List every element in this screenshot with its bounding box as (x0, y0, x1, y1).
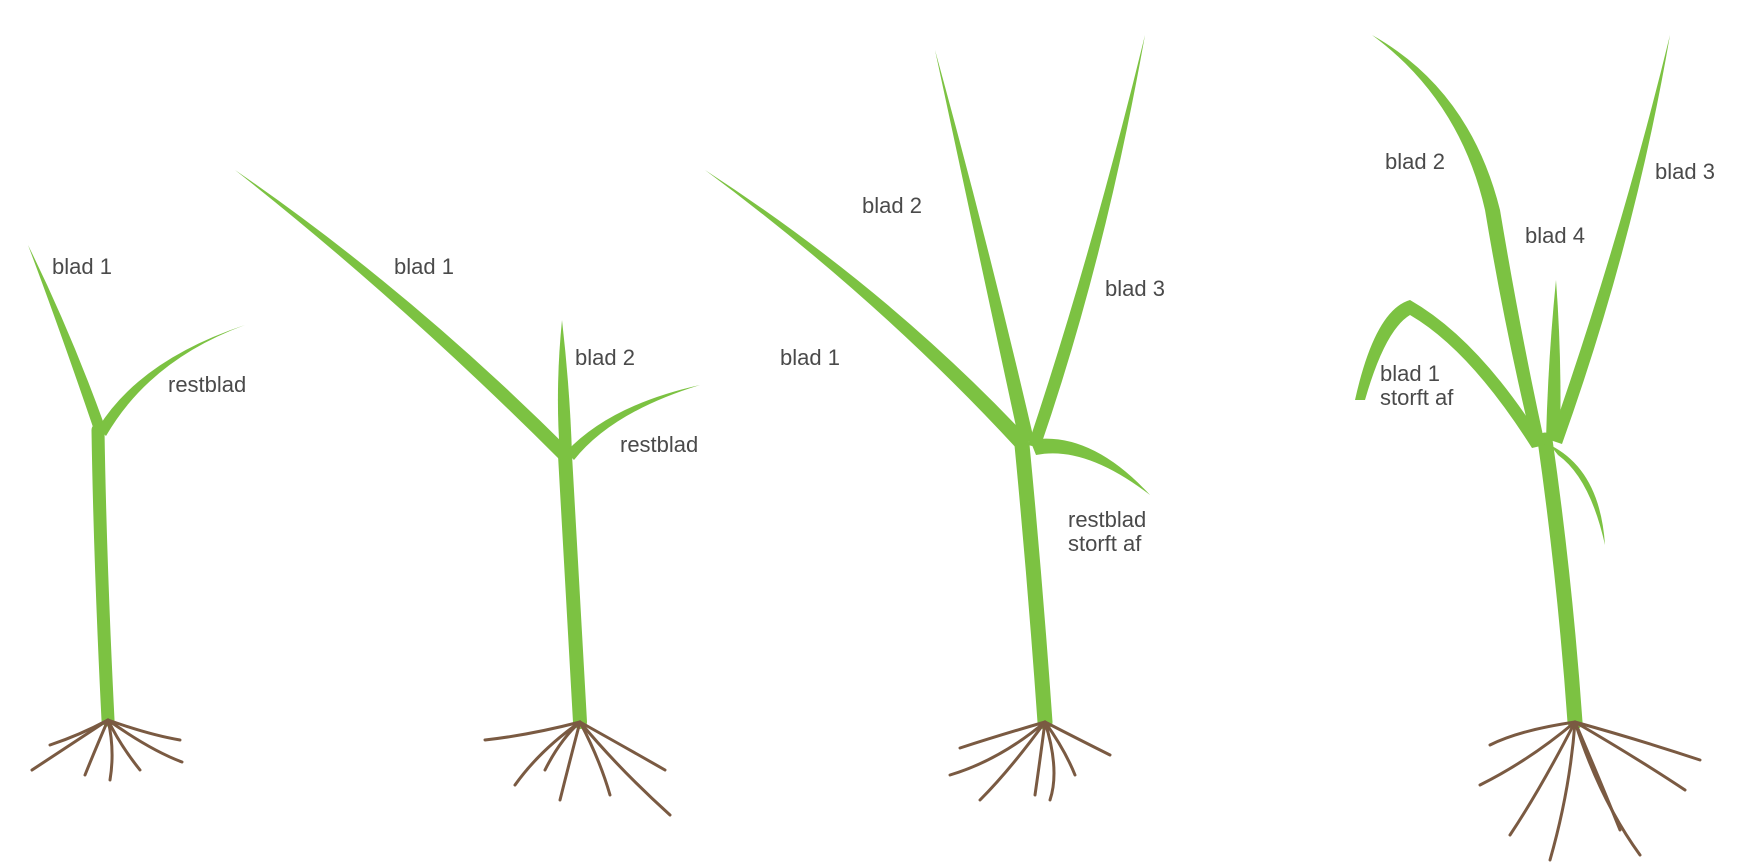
stem (565, 455, 580, 722)
stem (1022, 445, 1045, 722)
leaf-blad3 (1028, 35, 1145, 448)
leaf-blad4 (1546, 280, 1561, 440)
plant-stage-3 (705, 35, 1150, 800)
leaf-restblad (1030, 439, 1150, 495)
label-stage3-blad1: blad 1 (780, 346, 840, 370)
label-stage3-blad2: blad 2 (862, 194, 922, 218)
label-stage3-restblad: restblad storft af (1068, 508, 1146, 556)
roots (485, 722, 670, 815)
stem (98, 430, 108, 720)
label-stage2-blad2: blad 2 (575, 346, 635, 370)
plant-stage-1 (28, 245, 245, 780)
label-stage3-blad3: blad 3 (1105, 277, 1165, 301)
label-stage4-blad3: blad 3 (1655, 160, 1715, 184)
leaf-blad2 (558, 320, 572, 455)
leaf-blad2 (935, 50, 1034, 445)
plant-stage-2 (235, 170, 700, 815)
leaf-blad1 (235, 170, 572, 460)
roots (32, 720, 182, 780)
label-stage1-restblad: restblad (168, 373, 246, 397)
label-stage1-blad1: blad 1 (52, 255, 112, 279)
label-stage4-blad1: blad 1 storft af (1380, 362, 1453, 410)
roots (1480, 722, 1700, 860)
roots (950, 722, 1110, 800)
label-stage4-blad4: blad 4 (1525, 224, 1585, 248)
label-stage4-blad2: blad 2 (1385, 150, 1445, 174)
label-stage2-restblad: restblad (620, 433, 698, 457)
stem (1545, 440, 1575, 722)
label-stage2-blad1: blad 1 (394, 255, 454, 279)
